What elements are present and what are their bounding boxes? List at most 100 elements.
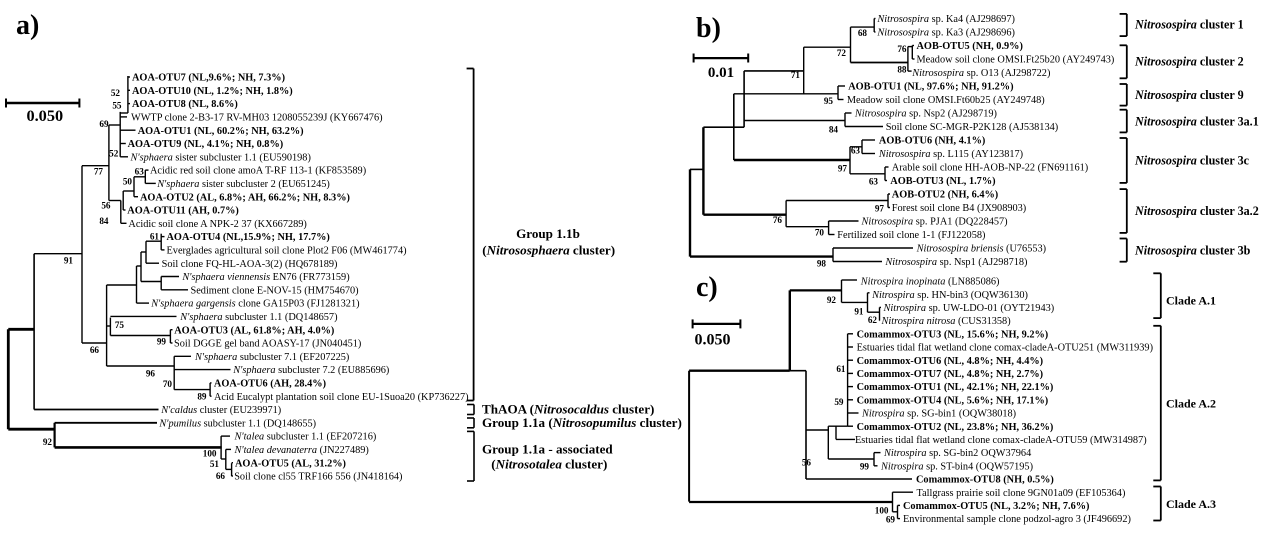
svg-text:63: 63 — [135, 167, 145, 177]
svg-text:89: 89 — [197, 392, 207, 402]
svg-text:(Nitrosotalea cluster): (Nitrosotalea cluster) — [491, 456, 607, 471]
svg-text:Nitrospira sp. SG-bin2 OQW3796: Nitrospira sp. SG-bin2 OQW37964 — [883, 448, 1031, 459]
svg-text:Estuaries tidal flat wetland c: Estuaries tidal flat wetland clone comax… — [855, 435, 1147, 446]
svg-text:Group 1.1b: Group 1.1b — [516, 226, 580, 241]
svg-text:92: 92 — [827, 295, 837, 305]
svg-text:N'sphaera sister subcluster 2: N'sphaera sister subcluster 2 (EU651245) — [156, 179, 330, 190]
svg-text:AOB-OTU1 (NL, 97.6%; NH, 91.2%: AOB-OTU1 (NL, 97.6%; NH, 91.2%) — [848, 82, 1013, 93]
svg-text:69: 69 — [886, 515, 896, 525]
svg-text:72: 72 — [837, 48, 847, 58]
svg-text:N'sphaera sister subcluster 1.: N'sphaera sister subcluster 1.1 (EU59019… — [130, 152, 311, 163]
svg-text:Nitrosospira briensis (U76553): Nitrosospira briensis (U76553) — [916, 244, 1047, 255]
svg-text:WWTP clone 2-B3-17 RV-MH03 120: WWTP clone 2-B3-17 RV-MH03 1208055239J (… — [131, 113, 383, 124]
svg-text:92: 92 — [43, 437, 53, 447]
svg-text:Estuaries tidal flat wetland c: Estuaries tidal flat wetland clone comax… — [857, 343, 1153, 354]
svg-text:Acidic soil clone A NPK-2 37 (: Acidic soil clone A NPK-2 37 (KX667289) — [128, 219, 306, 230]
svg-text:100: 100 — [203, 449, 217, 459]
svg-text:Comammox-OTU1 (NL, 42.1%; NH,: Comammox-OTU1 (NL, 42.1%; NH, 22.1%) — [857, 382, 1054, 393]
svg-text:100: 100 — [875, 506, 889, 516]
svg-text:Nitrosospira sp. PJA1 (DQ22845: Nitrosospira sp. PJA1 (DQ228457) — [861, 217, 1008, 228]
svg-text:Nitrosospira cluster 9: Nitrosospira cluster 9 — [1134, 88, 1244, 102]
svg-text:N'sphaera viennensis EN76 (FR7: N'sphaera viennensis EN76 (FR773159) — [181, 272, 349, 283]
svg-text:Nitrosospira sp. O13 (AJ298722: Nitrosospira sp. O13 (AJ298722) — [911, 68, 1050, 79]
svg-text:AOA-OTU2 (AL, 6.8%; AH, 66.2%;: AOA-OTU2 (AL, 6.8%; AH, 66.2%; NH, 8.3%) — [140, 192, 350, 203]
svg-text:52: 52 — [109, 148, 119, 158]
svg-text:Soil DGGE gel band AOASY-17 (J: Soil DGGE gel band AOASY-17 (JN040451) — [174, 339, 361, 350]
svg-text:Nitrosospira sp. Ka4 (AJ298697: Nitrosospira sp. Ka4 (AJ298697) — [876, 14, 1015, 25]
svg-text:Nitrospira sp. SG-bin1 (OQW380: Nitrospira sp. SG-bin1 (OQW38018) — [861, 409, 1016, 420]
svg-text:Nitrospira sp. UW-LDO-01 (OYT2: Nitrospira sp. UW-LDO-01 (OYT21943) — [883, 303, 1055, 314]
svg-text:91: 91 — [64, 256, 74, 266]
svg-text:63: 63 — [869, 177, 879, 187]
svg-text:AOA-OTU9 (NL, 4.1%; NH, 0.8%): AOA-OTU9 (NL, 4.1%; NH, 0.8%) — [128, 139, 284, 150]
svg-text:c): c) — [696, 272, 718, 303]
svg-text:98: 98 — [817, 259, 827, 269]
svg-text:AOA-OTU7 (NL,9.6%; NH, 7.3%): AOA-OTU7 (NL,9.6%; NH, 7.3%) — [132, 73, 285, 84]
svg-text:Nitrosospira cluster 1: Nitrosospira cluster 1 — [1134, 17, 1244, 31]
svg-text:Sediment clone E-NOV-15 (HM754: Sediment clone E-NOV-15 (HM754670) — [191, 285, 359, 296]
svg-text:AOB-OTU3 (NL, 1.7%): AOB-OTU3 (NL, 1.7%) — [890, 176, 995, 187]
svg-text:Nitrosospira cluster 3a.1: Nitrosospira cluster 3a.1 — [1134, 114, 1259, 128]
svg-text:Comammox-OTU7 (NL, 4.8%; NH, 2: Comammox-OTU7 (NL, 4.8%; NH, 2.7%) — [857, 369, 1043, 380]
svg-text:Comammox-OTU2 (NL, 23.8%; NH,: Comammox-OTU2 (NL, 23.8%; NH, 36.2%) — [857, 422, 1054, 433]
svg-text:Nitrospira sp. ST-bin4 (OQW571: Nitrospira sp. ST-bin4 (OQW57195) — [880, 461, 1033, 472]
svg-text:AOA-OTU11 (AH, 0.7%): AOA-OTU11 (AH, 0.7%) — [127, 206, 239, 217]
svg-text:Soil clone cl55 TRF166 556 (JN: Soil clone cl55 TRF166 556 (JN418164) — [234, 472, 402, 483]
svg-text:Group 1.1a (Nitrosopumilus clu: Group 1.1a (Nitrosopumilus cluster) — [482, 415, 682, 430]
svg-text:AOA-OTU4 (NL,15.9%; NH, 17.7%): AOA-OTU4 (NL,15.9%; NH, 17.7%) — [167, 232, 330, 243]
svg-text:N'sphaera subcluster 7.2 (EU88: N'sphaera subcluster 7.2 (EU885696) — [232, 365, 389, 376]
svg-text:99: 99 — [860, 462, 870, 472]
svg-text:Everglades agricultural soil c: Everglades agricultural soil clone Plot2… — [167, 246, 407, 257]
svg-text:71: 71 — [791, 70, 801, 80]
svg-text:95: 95 — [824, 96, 834, 106]
svg-text:Comammox-OTU8 (NH, 0.5%): Comammox-OTU8 (NH, 0.5%) — [916, 475, 1054, 486]
svg-text:88: 88 — [897, 65, 907, 75]
svg-text:Comammox-OTU4 (NL, 5.6%; NH, 1: Comammox-OTU4 (NL, 5.6%; NH, 17.1%) — [857, 395, 1049, 406]
svg-text:66: 66 — [216, 471, 226, 481]
svg-text:Comammox-OTU5 (NL, 3.2%; NH, 7: Comammox-OTU5 (NL, 3.2%; NH, 7.6%) — [903, 501, 1089, 512]
svg-text:68: 68 — [858, 28, 868, 38]
svg-text:0.050: 0.050 — [695, 332, 731, 349]
svg-text:AOA-OTU8 (NL, 8.6%): AOA-OTU8 (NL, 8.6%) — [132, 99, 238, 110]
svg-text:97: 97 — [875, 204, 885, 214]
svg-text:63: 63 — [851, 146, 861, 156]
svg-text:Acid Eucalypt plantation soil: Acid Eucalypt plantation soil clone EU-1… — [214, 392, 469, 403]
svg-text:0.01: 0.01 — [708, 65, 734, 81]
svg-text:AOB-OTU6 (NH, 4.1%): AOB-OTU6 (NH, 4.1%) — [879, 136, 985, 147]
svg-text:N'sphaera subcluster 7.1 (EF20: N'sphaera subcluster 7.1 (EF207225) — [194, 352, 349, 363]
svg-text:ThAOA (Nitrosocaldus cluster): ThAOA (Nitrosocaldus cluster) — [482, 402, 654, 417]
svg-text:N'caldus cluster (EU239971): N'caldus cluster (EU239971) — [160, 405, 281, 416]
svg-text:59: 59 — [834, 397, 844, 407]
svg-text:99: 99 — [157, 337, 167, 347]
svg-text:70: 70 — [163, 379, 173, 389]
svg-text:Fertilized soil clone 1-1 (FJ1: Fertilized soil clone 1-1 (FJ122058) — [837, 230, 985, 241]
svg-text:Meadow soil clone OMSI.Ft60b25: Meadow soil clone OMSI.Ft60b25 (AY249748… — [847, 95, 1045, 106]
svg-text:Nitrosospira cluster 2: Nitrosospira cluster 2 — [1134, 55, 1244, 69]
svg-text:61: 61 — [836, 364, 846, 374]
svg-text:Nitrosospira sp. Nsp2 (AJ29871: Nitrosospira sp. Nsp2 (AJ298719) — [854, 109, 997, 120]
svg-text:AOA-OTU1 (NL, 60.2%; NH, 63.2%: AOA-OTU1 (NL, 60.2%; NH, 63.2%) — [138, 126, 304, 137]
svg-text:Soil clone FQ-HL-AOA-3(2) (HQ6: Soil clone FQ-HL-AOA-3(2) (HQ678189) — [162, 259, 338, 270]
svg-text:Nitrosospira cluster 3c: Nitrosospira cluster 3c — [1134, 153, 1250, 167]
svg-text:91: 91 — [854, 307, 864, 317]
svg-text:69: 69 — [99, 119, 109, 129]
svg-text:Acidic red soil clone amoA T-R: Acidic red soil clone amoA T-RF 113-1 (K… — [150, 166, 366, 177]
svg-text:Soil clone SC-MGR-P2K128 (AJ53: Soil clone SC-MGR-P2K128 (AJ538134) — [886, 122, 1058, 133]
svg-text:AOB-OTU2 (NH, 6.4%): AOB-OTU2 (NH, 6.4%) — [892, 190, 998, 201]
svg-text:Nitrospira nitrosa (CUS31358): Nitrospira nitrosa (CUS31358) — [881, 316, 1011, 327]
svg-text:62: 62 — [868, 315, 878, 325]
svg-text:Nitrosospira cluster 3b: Nitrosospira cluster 3b — [1134, 244, 1251, 258]
svg-text:Nitrosospira cluster 3a.2: Nitrosospira cluster 3a.2 — [1134, 204, 1259, 218]
svg-text:Nitrosospira sp. Ka3 (AJ298696: Nitrosospira sp. Ka3 (AJ298696) — [876, 28, 1015, 39]
svg-text:51: 51 — [210, 459, 220, 469]
svg-text:56: 56 — [802, 458, 812, 468]
svg-text:Nitrospira inopinata (LN885086: Nitrospira inopinata (LN885086) — [860, 277, 1000, 288]
svg-text:Group 1.1a - associated: Group 1.1a - associated — [482, 441, 613, 456]
svg-text:N'pumilus subcluster 1.1 (DQ14: N'pumilus subcluster 1.1 (DQ148655) — [158, 418, 316, 429]
svg-text:N'sphaera subcluster 1.1 (DQ14: N'sphaera subcluster 1.1 (DQ148657) — [179, 312, 337, 323]
svg-text:Nitrosospira sp. L115 (AY12381: Nitrosospira sp. L115 (AY123817) — [878, 149, 1023, 160]
svg-text:52: 52 — [111, 88, 121, 98]
svg-text:75: 75 — [115, 320, 125, 330]
svg-text:Nitrospira sp. HN-bin3 (OQW361: Nitrospira sp. HN-bin3 (OQW36130) — [871, 290, 1028, 301]
svg-text:Meadow soil clone OMSI.Ft25b20: Meadow soil clone OMSI.Ft25b20 (AY249743… — [917, 55, 1115, 66]
